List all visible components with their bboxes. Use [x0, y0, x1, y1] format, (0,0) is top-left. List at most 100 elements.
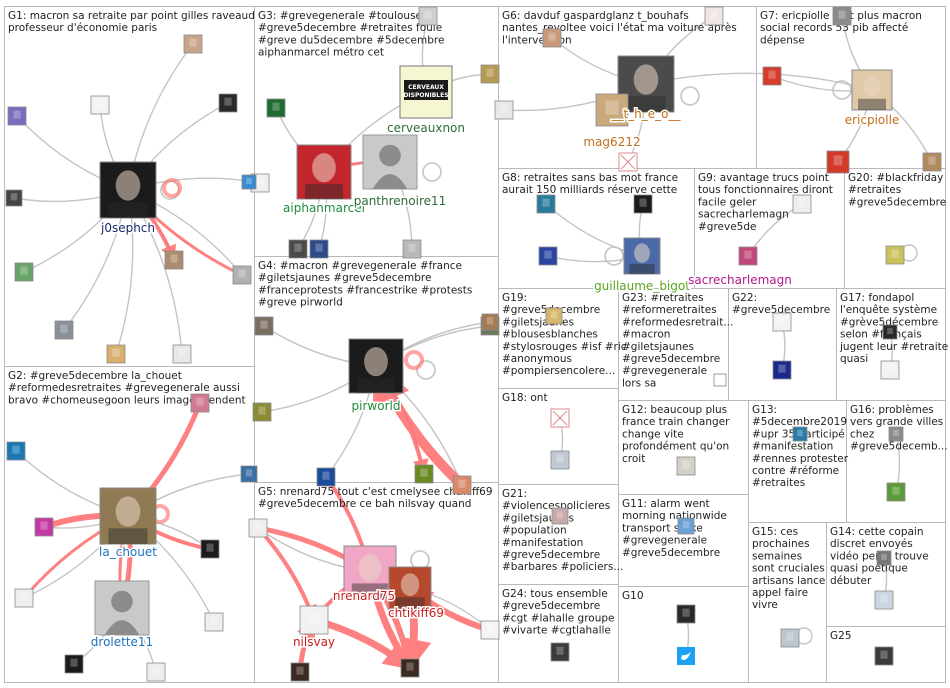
node-g1-i[interactable]: [218, 93, 238, 113]
node-mag6212[interactable]: [595, 93, 629, 127]
node-g8-c[interactable]: [538, 246, 558, 266]
node-g22-a[interactable]: [772, 312, 792, 332]
node-g4-a[interactable]: [254, 316, 274, 336]
node-g23-a[interactable]: [713, 373, 727, 387]
node-g6-d[interactable]: [618, 152, 638, 172]
node-g1-c[interactable]: [14, 262, 34, 282]
node-g1-d[interactable]: [54, 320, 74, 340]
node-g7-a[interactable]: [762, 66, 782, 86]
node-g1-m[interactable]: [241, 174, 257, 190]
node-g2-i[interactable]: [240, 465, 258, 483]
node-g18-b[interactable]: [550, 450, 570, 470]
node-g9-a[interactable]: [792, 194, 812, 214]
node-g1-k[interactable]: [232, 265, 252, 285]
node-g3-d[interactable]: [288, 239, 308, 259]
node-g1-e[interactable]: [106, 344, 126, 364]
node-g14-a[interactable]: [876, 550, 892, 566]
node-g8-a[interactable]: [536, 194, 556, 214]
node-g1-a[interactable]: [7, 106, 27, 126]
node-j0sephch[interactable]: [99, 161, 157, 219]
node-label-aiphanmarcel: aiphanmarcel: [283, 201, 365, 215]
group-title-g4: G4: #macron #grevegenerale #france#gilet…: [258, 260, 472, 309]
logo-text-line-2: DISPONIBLES: [403, 92, 448, 99]
node-g2-f[interactable]: [204, 612, 224, 632]
node-panthrenoire11[interactable]: [362, 134, 418, 190]
node-g1-h[interactable]: [90, 95, 110, 115]
node-g19-b[interactable]: [481, 313, 499, 331]
node-g4-f[interactable]: [452, 475, 472, 495]
node-g16-a[interactable]: [888, 426, 904, 442]
node-g5-b[interactable]: [290, 662, 310, 682]
node-g5-a[interactable]: [248, 518, 268, 538]
node-g7-c[interactable]: [922, 152, 942, 172]
node-g2-b[interactable]: [34, 517, 54, 537]
node-g2-g[interactable]: [200, 539, 220, 559]
node-nilsvay[interactable]: [299, 605, 329, 635]
node-g3-a[interactable]: [418, 6, 438, 26]
node-ericpiolle[interactable]: [851, 69, 893, 111]
node-g15-a[interactable]: [780, 628, 800, 648]
node-g17-b[interactable]: [880, 360, 900, 380]
node-g11-a[interactable]: [677, 517, 695, 535]
node-g25-a[interactable]: [874, 646, 894, 666]
node-g13-a[interactable]: [792, 426, 808, 442]
node-g14-b[interactable]: [874, 590, 894, 610]
node-aiphanmarcel[interactable]: [296, 144, 352, 200]
self-loop-guillaume_bigot: [604, 246, 624, 266]
node-t_h_e_o[interactable]: [617, 55, 675, 113]
node-guillaume_bigot[interactable]: [623, 237, 661, 275]
node-g12-a[interactable]: [676, 456, 696, 476]
node-g24-a[interactable]: [550, 642, 570, 662]
node-g3-f[interactable]: [402, 239, 422, 259]
node-g2-c[interactable]: [14, 588, 34, 608]
node-g1-b[interactable]: [5, 189, 23, 207]
node-g21-a[interactable]: [551, 507, 569, 525]
node-nrenard75[interactable]: [343, 545, 397, 599]
node-chtikiff69[interactable]: [388, 566, 432, 610]
node-g19-a[interactable]: [545, 307, 563, 325]
node-g4-b[interactable]: [252, 402, 272, 422]
node-g20-a[interactable]: [885, 245, 905, 265]
node-g3-c[interactable]: [480, 64, 500, 84]
group-title-g22: G22:#greve5decembre: [732, 292, 830, 316]
node-g7-b[interactable]: [826, 150, 850, 174]
node-g5-d[interactable]: [480, 620, 500, 640]
node-g2-h[interactable]: [190, 393, 210, 413]
node-label-panthrenoire11: panthrenoire11: [354, 194, 447, 208]
node-g2-e[interactable]: [146, 662, 166, 682]
node-la_chouet[interactable]: [99, 487, 157, 545]
node-g2-a[interactable]: [6, 441, 26, 461]
node-label-chtikiff69: chtikiff69: [388, 606, 444, 620]
node-g1-g[interactable]: [183, 34, 203, 54]
node-pirworld[interactable]: [348, 338, 404, 394]
node-g3-b[interactable]: [266, 98, 286, 118]
node-drolette11[interactable]: [94, 580, 150, 636]
node-g3-e[interactable]: [309, 239, 329, 259]
node-sacrecharlemagn[interactable]: [738, 246, 758, 266]
node-g22-b[interactable]: [772, 360, 792, 380]
group-title-g25: G25: [830, 630, 852, 642]
node-g1-f[interactable]: [172, 344, 192, 364]
group-title-g24: G24: tous ensemble#greve5decembre#cgt #l…: [502, 588, 615, 637]
node-g18-a[interactable]: [550, 408, 570, 428]
node-g8-b[interactable]: [633, 194, 653, 214]
node-g10-a[interactable]: [676, 604, 696, 624]
node-g6-b[interactable]: [494, 100, 514, 120]
node-g6-c[interactable]: [704, 6, 724, 26]
node-g17-a[interactable]: [882, 324, 898, 340]
node-g7-d[interactable]: [832, 6, 852, 26]
node-g10-b[interactable]: [677, 647, 695, 665]
node-g2-d[interactable]: [64, 654, 84, 674]
group-title-g13: G13:#5decembre2019#upr 35 participé#mani…: [752, 404, 849, 489]
node-g5-c[interactable]: [400, 658, 420, 678]
node-g4-d[interactable]: [414, 464, 434, 484]
node-g1-j[interactable]: [164, 250, 184, 270]
node-g4-c[interactable]: [316, 467, 336, 487]
node-g6-a[interactable]: [542, 28, 562, 48]
node-g16-b[interactable]: [886, 482, 906, 502]
